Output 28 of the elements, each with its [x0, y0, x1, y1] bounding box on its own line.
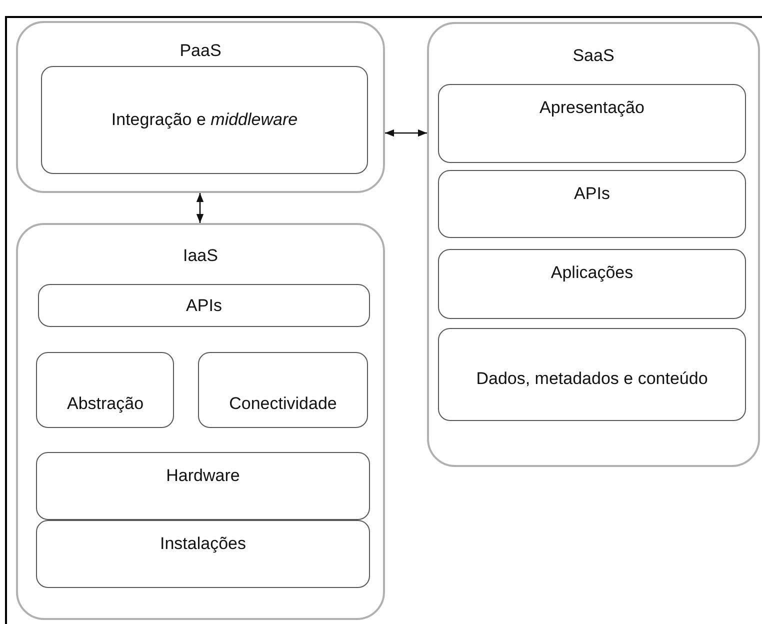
- component-label: Integração e middleware: [110, 109, 299, 131]
- component-box: [36, 520, 370, 588]
- component-label: Dados, metadados e conteúdo: [475, 368, 709, 390]
- component-label: Conectividade: [228, 393, 338, 415]
- double-arrow: [385, 129, 427, 137]
- component-box: [38, 284, 370, 327]
- component-label: Aplicações: [550, 262, 634, 284]
- component-label: APIs: [573, 183, 611, 205]
- panel-title: PaaS: [178, 40, 222, 62]
- service-layer-panel: [16, 223, 385, 620]
- component-box: [438, 84, 746, 163]
- component-box: [36, 352, 174, 428]
- service-layer-panel: [427, 22, 760, 467]
- component-label: Hardware: [165, 465, 241, 487]
- panel-title: SaaS: [572, 45, 616, 67]
- component-label: Instalações: [159, 533, 247, 555]
- service-layer-panel: [16, 21, 385, 193]
- component-label: Abstração: [66, 393, 145, 415]
- component-box: [41, 66, 368, 174]
- component-box: [438, 170, 746, 238]
- component-box: [438, 249, 746, 319]
- component-label: APIs: [185, 295, 223, 317]
- component-box: [36, 452, 370, 520]
- double-arrow: [196, 193, 204, 223]
- component-box: [438, 328, 746, 421]
- component-box: [198, 352, 368, 428]
- panel-title: IaaS: [182, 245, 219, 267]
- component-label: Apresentação: [538, 97, 646, 119]
